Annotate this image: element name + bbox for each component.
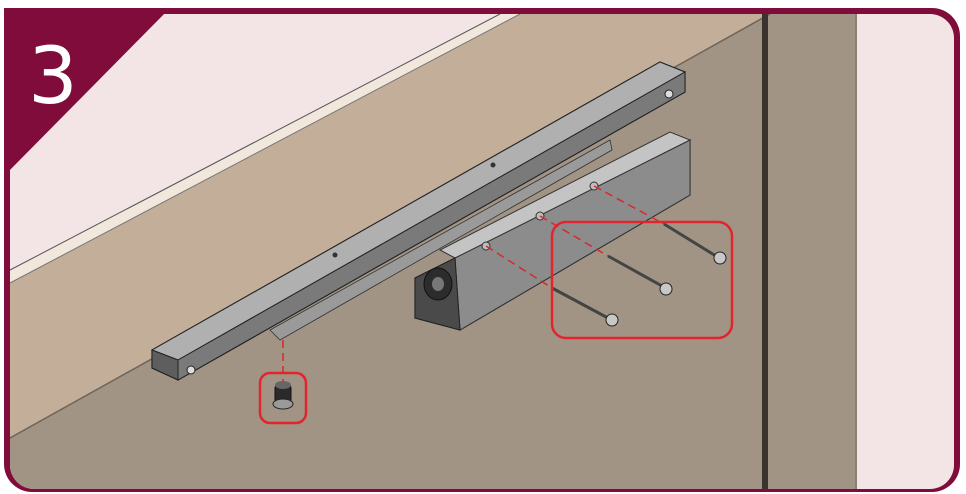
step-number: 3 — [28, 32, 78, 122]
pivot-callout — [258, 371, 308, 425]
step-corner — [4, 8, 170, 176]
pivot-insert — [272, 381, 294, 410]
slide-rail — [150, 61, 687, 381]
screws-callout — [550, 220, 734, 340]
screw-3 — [663, 222, 727, 265]
screw-2 — [607, 254, 673, 296]
alignment-lines — [282, 185, 665, 382]
door-vertical-edge — [762, 14, 768, 489]
screw-1 — [551, 286, 619, 327]
